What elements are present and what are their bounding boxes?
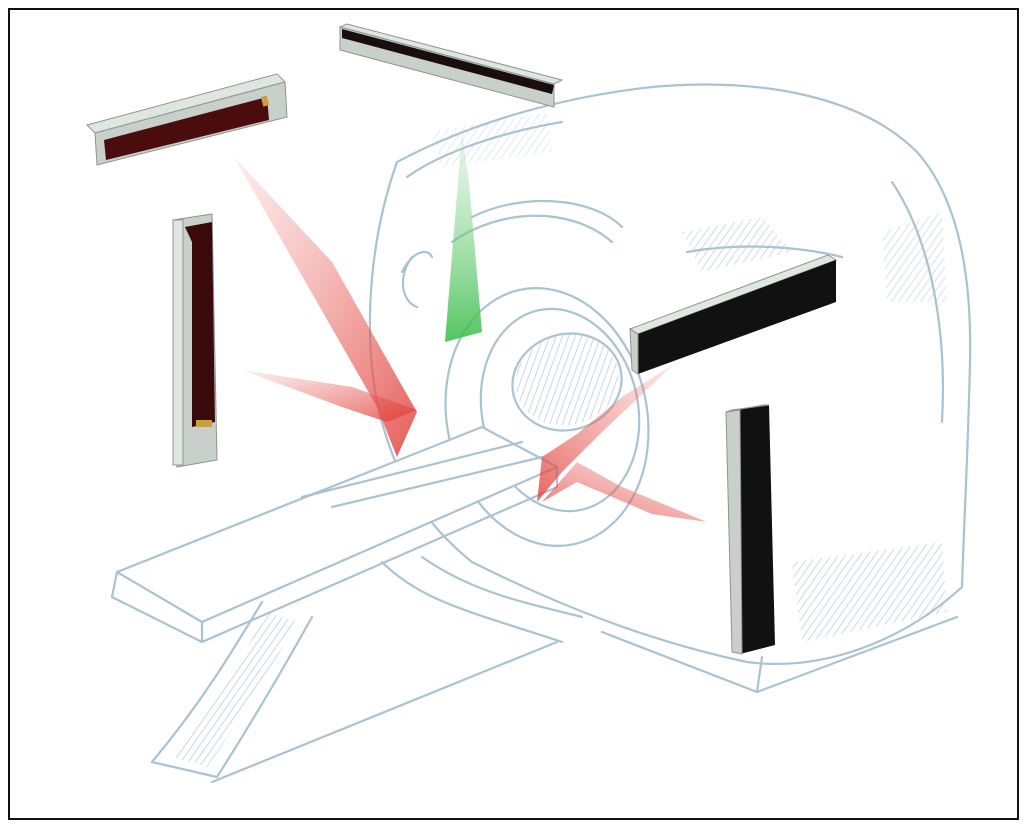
detector-top-center xyxy=(338,23,564,108)
beams xyxy=(234,132,707,522)
detector-right-horizontal xyxy=(628,254,838,375)
detector-top-left xyxy=(86,73,288,166)
beam-red-2 xyxy=(242,370,417,422)
pedestal-shading xyxy=(172,612,297,767)
beam-red-4 xyxy=(542,462,707,522)
beam-red-1 xyxy=(234,157,417,457)
gantry-shading xyxy=(432,112,947,642)
detector-right-vertical xyxy=(725,404,775,655)
beam-green xyxy=(445,132,482,342)
detector-left-vertical xyxy=(172,213,218,468)
figure-frame xyxy=(8,8,1019,820)
scanner-illustration xyxy=(86,23,972,784)
patient-table xyxy=(110,425,584,784)
gantry-sketch xyxy=(368,83,972,694)
